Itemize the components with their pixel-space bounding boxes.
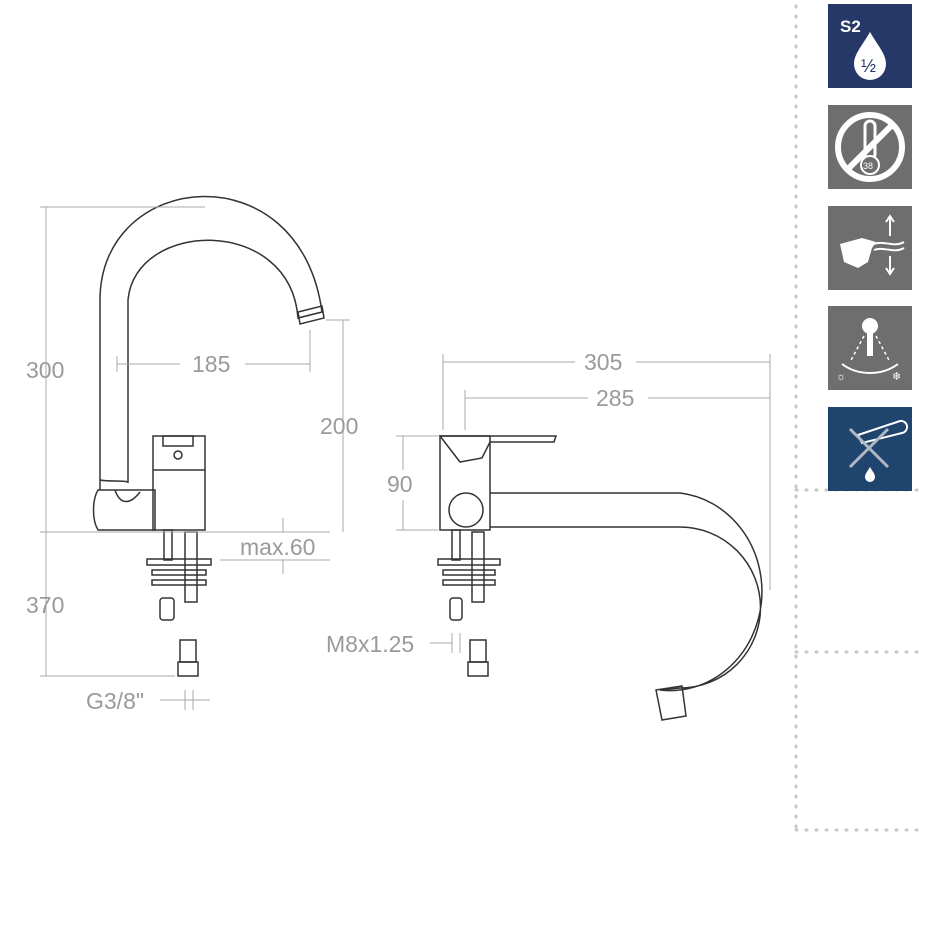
- dim-deck-thickness: max.60: [240, 534, 315, 560]
- svg-text:❄: ❄: [892, 371, 901, 383]
- dim-spout-length: 285: [596, 385, 634, 411]
- dim-spout-reach: 185: [192, 351, 230, 377]
- dim-connection: G3/8": [86, 688, 144, 714]
- svg-text:☼: ☼: [836, 371, 846, 383]
- dim-spout-height: 200: [320, 413, 358, 439]
- no-hot-water-heater-icon: [828, 407, 912, 491]
- dotted-dividers: [794, 4, 924, 832]
- dim-body-height: 90: [387, 471, 413, 497]
- dim-stud-thread: M8x1.25: [326, 631, 414, 657]
- svg-text:38: 38: [863, 161, 873, 171]
- dimension-lines-right: [396, 354, 771, 653]
- cold-start-icon: 38: [828, 105, 912, 189]
- hand-flow-icon: [828, 206, 912, 290]
- dim-total-height: 300: [26, 357, 64, 383]
- dim-hose-length: 370: [26, 592, 64, 618]
- svg-text:S2: S2: [840, 17, 861, 36]
- water-saving-icon: S2 ½: [828, 4, 912, 88]
- faucet-front-view: [92, 195, 325, 677]
- dim-total-length: 305: [584, 349, 622, 375]
- dimension-lines-left: [40, 206, 350, 710]
- svg-text:½: ½: [861, 56, 876, 76]
- temperature-swivel-icon: ☼❄: [828, 306, 912, 390]
- faucet-side-view: [437, 435, 763, 721]
